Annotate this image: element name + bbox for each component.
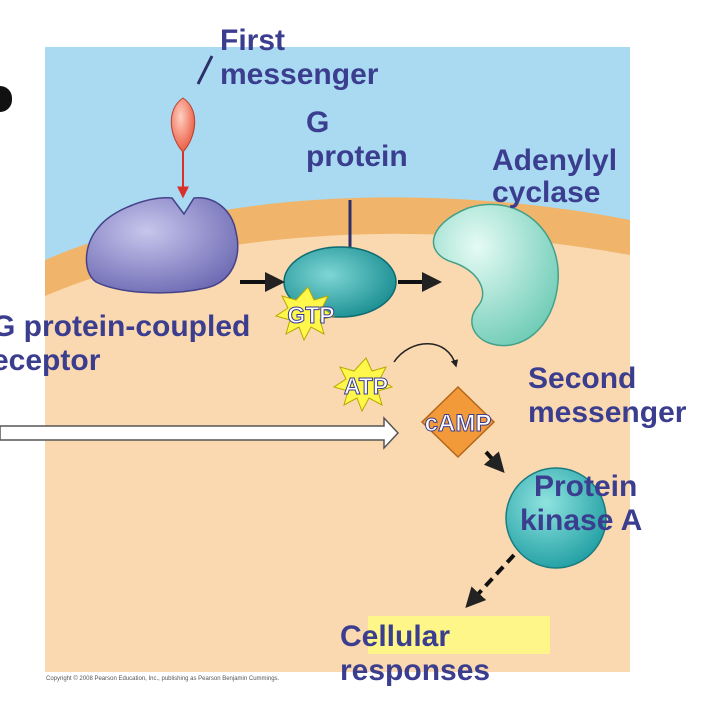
atp-label: ATP	[344, 373, 388, 399]
protein-kinase-a-label: Protein kinase A	[520, 470, 643, 537]
adenylyl-cyclase-label: Adenylyl cyclase	[492, 144, 618, 209]
gtp-label: GTP	[287, 302, 334, 328]
camp-to-pka-arrow	[483, 450, 505, 473]
protein-kinase-a	[505, 467, 607, 569]
gpcr-label: G protein-coupled eceptor	[0, 310, 251, 377]
edge-fragment	[0, 86, 12, 112]
second-messenger-label: Second messenger	[528, 362, 687, 429]
first-messenger-pointer	[196, 55, 214, 85]
pka-to-responses-arrow	[465, 553, 516, 608]
first-messenger-ligand	[170, 97, 196, 153]
camp-label: cAMP	[425, 410, 492, 437]
gpcr-receptor	[85, 197, 239, 294]
cytoplasm	[45, 233, 630, 672]
copyright-notice: Copyright © 2008 Pearson Education, Inc.…	[46, 676, 280, 682]
camp-diamond	[420, 385, 496, 459]
highlight-box	[368, 616, 550, 654]
first-messenger-label: First messenger	[220, 24, 379, 91]
atp-starburst	[332, 357, 394, 413]
atp-to-camp-arrow	[393, 343, 459, 368]
adenylyl-cyclase	[432, 203, 559, 347]
gtp-starburst	[274, 286, 336, 342]
g-protein-label: G protein	[306, 106, 408, 173]
cellular-responses-label: Cellular responses	[340, 620, 491, 687]
long-hollow-arrow	[0, 416, 400, 450]
